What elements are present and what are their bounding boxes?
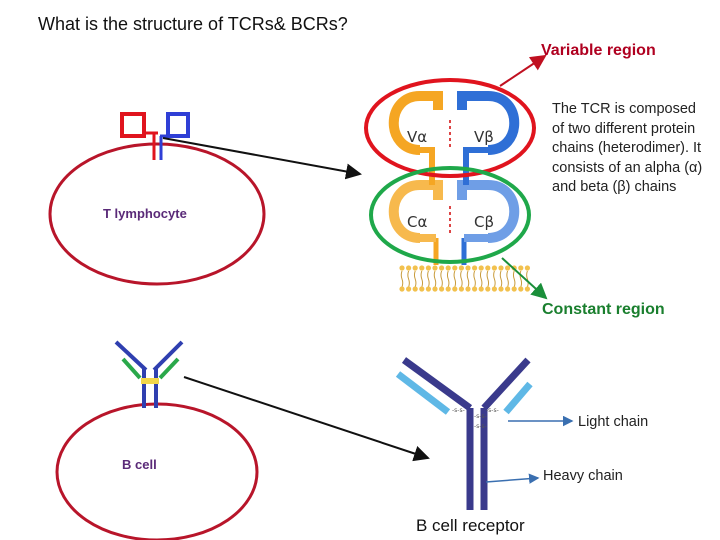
lipid-tail [499,270,503,288]
page-title: What is the structure of TCRs& BCRs? [38,14,348,34]
lipid-head [432,286,438,292]
lipid-head [465,286,471,292]
variable-region-outline [364,78,536,178]
lipid-head [498,265,504,271]
b-cell-membrane [55,402,259,540]
bcr-small-icon [114,340,184,408]
lipid-tail [526,270,529,288]
lipid-head [518,286,524,292]
lipid-head [445,265,451,271]
b-cell-receptor-label: B cell receptor [416,516,525,535]
t-cell-membrane [48,142,266,286]
lipid-tail [493,270,496,288]
v-beta-label: Vβ [474,128,494,146]
tcr-zoom-arrow [162,137,362,180]
svg-text:-s-s-: -s-s- [452,407,465,414]
lipid-head [452,286,458,292]
tcr-small-icon [120,112,190,160]
lipid-head [524,286,531,292]
lipid-head [524,265,531,271]
lipid-tail [433,270,437,288]
lipid-tail [453,270,457,288]
lipid-head [425,265,431,271]
lipid-head [478,265,484,271]
svg-text:-s-s-: -s-s- [486,407,499,414]
b-cell-label: B cell [122,457,157,472]
constant-region-label: Constant region [542,301,665,318]
tcr-detail [388,91,520,265]
lipid-head [498,286,504,292]
lipid-head [472,265,478,271]
svg-text:-s-s-: -s-s- [474,413,487,420]
lipid-head [399,265,405,271]
lipid-head [491,265,497,271]
constant-region-outline [369,166,531,264]
lipid-tail [486,270,490,288]
lipid-head [425,286,431,292]
lipid-head [491,286,497,292]
lipid-tail [479,270,483,288]
lipid-head [511,286,517,292]
lipid-head [452,265,458,271]
variable-region-label: Variable region [541,42,656,59]
variable-region-arrow [499,54,547,87]
lipid-head [505,265,511,271]
lipid-tail [460,270,463,288]
lipid-head [419,265,425,271]
tcr-description: The TCR is composed of two different pro… [552,101,703,195]
lipid-head [485,265,491,271]
lipid-tail [440,270,443,288]
lipid-head [505,286,511,292]
bcr-detail: -s-s- -s-s- -s-s- -s-s- [395,357,533,510]
lipid-head [432,265,438,271]
bcr-zoom-arrow [183,376,430,462]
lipid-head [439,265,445,271]
c-alpha-label: Cα [407,213,427,231]
heavy-chain-arrow [485,473,540,484]
cell-membrane-bilayer [399,265,531,292]
lipid-tail [466,270,470,288]
lipid-head [419,286,425,292]
lipid-tail [407,270,410,288]
lipid-head [406,286,412,292]
lipid-head [412,286,418,292]
lipid-tail [506,270,509,288]
lipid-tail [400,270,404,288]
lipid-tail [512,270,516,288]
t-lymphocyte-label: T lymphocyte [103,206,187,221]
lipid-head [472,286,478,292]
lipid-head [458,265,464,271]
lipid-tail [427,270,430,288]
svg-text:-s-s-: -s-s- [474,423,487,430]
lipid-head [485,286,491,292]
lipid-head [439,286,445,292]
constant-region-arrow [501,257,548,300]
lipid-head [412,265,418,271]
lipid-head [399,286,405,292]
lipid-tail [473,270,476,288]
lipid-head [445,286,451,292]
lipid-tail [420,270,424,288]
heavy-chain-label: Heavy chain [543,468,623,484]
lipid-tail [413,270,417,288]
v-alpha-label: Vα [407,128,427,146]
lipid-head [518,265,524,271]
lipid-head [458,286,464,292]
lipid-head [478,286,484,292]
c-beta-label: Cβ [474,213,494,231]
lipid-head [406,265,412,271]
light-chain-label: Light chain [578,414,649,430]
lipid-tail [446,270,450,288]
lipid-head [465,265,471,271]
